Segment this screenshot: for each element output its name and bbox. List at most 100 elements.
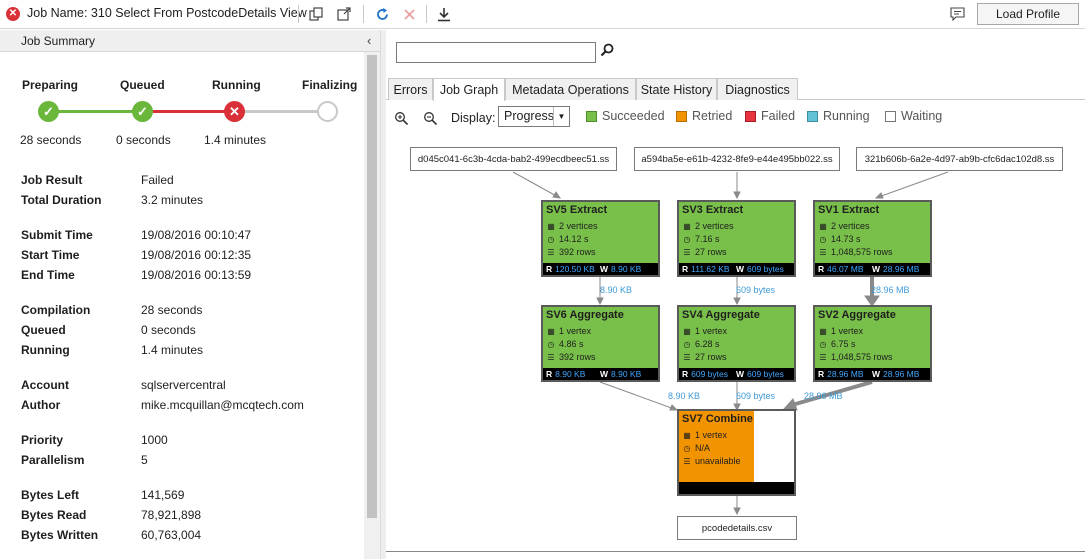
zoom-in-icon[interactable] xyxy=(394,108,409,128)
input-file-node[interactable]: 321b606b-6a2e-4d97-ab9b-cfc6dac102d8.ss xyxy=(856,147,1063,171)
copy-icon[interactable] xyxy=(307,4,325,24)
vertex-node-sv3-extract[interactable]: SV3 Extract ▦2 vertices ◷7.16 s ☰27 rows… xyxy=(677,200,796,277)
detail-tabs: Errors Job Graph Metadata Operations Sta… xyxy=(386,78,1085,101)
field-value-total-duration: 3.2 minutes xyxy=(141,193,204,207)
graph-search-input[interactable] xyxy=(396,42,596,63)
field-value-priority: 1000 xyxy=(141,433,168,447)
vertices-icon: ▦ xyxy=(547,221,555,231)
field-label-bytes-written: Bytes Written xyxy=(21,528,99,542)
stage-running-label: Running xyxy=(212,78,261,92)
vertex-title: SV5 Extract xyxy=(546,204,608,216)
output-file-node[interactable]: pcodedetails.csv xyxy=(677,516,797,540)
rows-icon: ☰ xyxy=(683,352,691,362)
field-label-job-result: Job Result xyxy=(21,173,83,187)
rows-icon: ☰ xyxy=(547,247,555,257)
vertex-node-sv7-combine[interactable]: SV7 Combine ▦1 vertex ◷N/A ☰unavailable xyxy=(677,409,796,496)
vertex-title: SV1 Extract xyxy=(818,204,880,216)
job-title: Job Name: 310 Select From PostcodeDetail… xyxy=(27,6,307,20)
field-value-start-time: 19/08/2016 00:12:35 xyxy=(141,248,252,262)
field-label-account: Account xyxy=(21,378,69,392)
vertex-read: 609 bytes xyxy=(691,369,729,379)
cancel-job-icon[interactable] xyxy=(400,4,418,24)
vertex-time: ◷N/A xyxy=(683,443,711,453)
stage-preparing-time: 28 seconds xyxy=(20,133,82,147)
vertex-count: ▦1 vertex xyxy=(547,326,592,336)
vertices-icon: ▦ xyxy=(683,430,691,440)
edge-label-sv3-sv4: 609 bytes xyxy=(736,285,776,295)
stage-running-time: 1.4 minutes xyxy=(204,133,267,147)
legend-swatch-retried xyxy=(676,110,687,122)
vertex-rows: ☰1,048,575 rows xyxy=(819,352,893,362)
field-value-job-result: Failed xyxy=(141,173,174,187)
job-summary-title: Job Summary xyxy=(21,34,96,48)
vertex-count: ▦1 vertex xyxy=(683,326,728,336)
rows-icon: ☰ xyxy=(819,352,827,362)
tab-state-history[interactable]: State History xyxy=(636,78,717,100)
edge-label-sv1-sv2: 28.96 MB xyxy=(871,285,910,295)
bottom-divider xyxy=(386,551,1085,552)
legend-running: Running xyxy=(807,109,870,123)
job-summary-pane: Job Summary ‹ Preparing Queued Running F… xyxy=(0,30,380,559)
vertices-icon: ▦ xyxy=(819,326,827,336)
collapse-pane-icon[interactable]: ‹ xyxy=(367,33,372,48)
download-icon[interactable] xyxy=(435,4,453,24)
input-file-node[interactable]: a594ba5e-e61b-4232-8fe9-e44e495bb022.ss xyxy=(634,147,840,171)
input-file-node[interactable]: d045c041-6c3b-4cda-bab2-499ecdbeec51.ss xyxy=(410,147,617,171)
display-label: Display: xyxy=(451,111,496,125)
progress-line-pending xyxy=(234,110,328,113)
job-summary-header: Job Summary ‹ xyxy=(0,30,380,52)
vertex-read: 8.90 KB xyxy=(555,369,586,379)
tab-errors[interactable]: Errors xyxy=(388,78,433,100)
pane-splitter[interactable] xyxy=(380,30,386,559)
progress-line-succeeded xyxy=(48,110,144,113)
vertex-node-sv2-aggregate[interactable]: SV2 Aggregate ▦1 vertex ◷6.75 s ☰1,048,5… xyxy=(813,305,932,382)
open-external-icon[interactable] xyxy=(335,4,353,24)
search-icon[interactable] xyxy=(600,43,614,60)
edge-label-sv6-sv7: 8.90 KB xyxy=(668,391,701,401)
field-value-account: sqlservercentral xyxy=(141,378,226,392)
stage-finalizing-label: Finalizing xyxy=(302,78,358,92)
display-select[interactable]: Progress ▼ xyxy=(498,106,570,127)
vertex-count: ▦2 vertices xyxy=(683,221,734,231)
edge-label-sv4-sv7: 609 bytes xyxy=(736,391,776,401)
vertex-progress-remaining xyxy=(754,411,794,484)
vertices-icon: ▦ xyxy=(547,326,555,336)
tab-job-graph[interactable]: Job Graph xyxy=(433,78,505,101)
vertex-write: 28.96 MB xyxy=(883,369,920,379)
summary-scrollbar-thumb[interactable] xyxy=(367,55,377,518)
field-value-bytes-read: 78,921,898 xyxy=(141,508,202,522)
field-label-start-time: Start Time xyxy=(21,248,80,262)
vertex-title: SV3 Extract xyxy=(682,204,744,216)
field-label-submit-time: Submit Time xyxy=(21,228,93,242)
refresh-icon[interactable] xyxy=(373,4,391,24)
vertex-node-sv1-extract[interactable]: SV1 Extract ▦2 vertices ◷14.73 s ☰1,048,… xyxy=(813,200,932,277)
feedback-icon[interactable] xyxy=(948,4,966,24)
vertex-count: ▦1 vertex xyxy=(819,326,864,336)
load-profile-button[interactable]: Load Profile xyxy=(977,3,1079,25)
vertices-icon: ▦ xyxy=(819,221,827,231)
vertex-node-sv5-extract[interactable]: SV5 Extract ▦2 vertices ◷14.12 s ☰392 ro… xyxy=(541,200,660,277)
chevron-down-icon: ▼ xyxy=(553,107,569,126)
vertex-node-sv4-aggregate[interactable]: SV4 Aggregate ▦1 vertex ◷6.28 s ☰27 rows… xyxy=(677,305,796,382)
clock-icon: ◷ xyxy=(683,443,691,453)
rows-icon: ☰ xyxy=(683,247,691,257)
edge-label-sv5-sv6: 8.90 KB xyxy=(600,285,633,295)
legend-retried: Retried xyxy=(676,109,732,123)
tab-diagnostics[interactable]: Diagnostics xyxy=(717,78,798,100)
vertex-write: 8.90 KB xyxy=(611,264,642,274)
vertex-rows: ☰27 rows xyxy=(683,352,727,362)
field-value-queued: 0 seconds xyxy=(141,323,196,337)
legend-swatch-waiting xyxy=(885,110,896,122)
zoom-out-icon[interactable] xyxy=(423,108,438,128)
vertex-node-sv6-aggregate[interactable]: SV6 Aggregate ▦1 vertex ◷4.86 s ☰392 row… xyxy=(541,305,660,382)
field-label-end-time: End Time xyxy=(21,268,75,282)
field-value-bytes-left: 141,569 xyxy=(141,488,185,502)
field-value-bytes-written: 60,763,004 xyxy=(141,528,202,542)
stage-finalizing-pending-icon xyxy=(317,101,338,122)
job-failed-icon: ✕ xyxy=(6,4,20,24)
vertex-write: 609 bytes xyxy=(747,369,784,379)
vertex-write: 609 bytes xyxy=(747,264,784,274)
tab-metadata-operations[interactable]: Metadata Operations xyxy=(505,78,636,100)
vertex-title: SV7 Combine xyxy=(682,413,753,425)
